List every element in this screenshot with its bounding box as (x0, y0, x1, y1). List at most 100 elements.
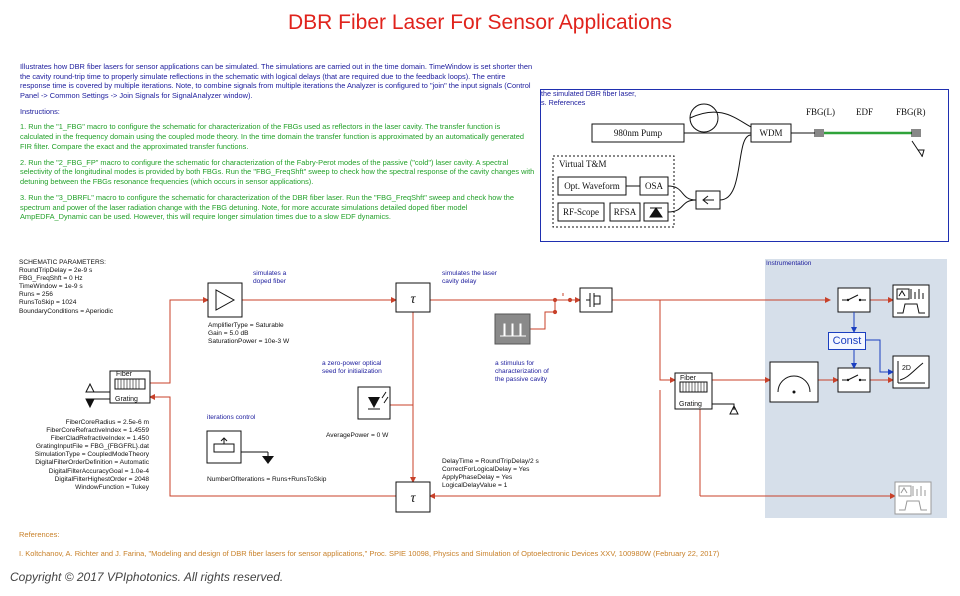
laser-setup-frame (540, 89, 949, 242)
amplifier-params: AmplifierType = Saturable Gain = 5.0 dB … (208, 322, 289, 346)
laser-setup-caption: the simulated DBR fiber laser, s. Refere… (541, 89, 636, 107)
note-line: a zero-power optical (322, 360, 382, 367)
param-line: RunsToSkip = 1024 (19, 299, 77, 307)
note-line: simulates the laser (442, 270, 497, 277)
delay-top-note: simulates the laser cavity delay (442, 270, 497, 286)
tau-symbol: τ (410, 491, 416, 506)
param-line: SaturationPower = 10e-3 W (208, 338, 290, 346)
param-line: RoundTripDelay = 2e-9 s (19, 267, 93, 275)
param-line: GratingInputFile = FBG_{FBGFRL}.dat (35, 443, 149, 451)
param-line: Gain = 5.0 dB (208, 330, 249, 338)
caption-line-1: the simulated DBR fiber laser, (541, 89, 637, 98)
param-line: TimeWindow = 1e-9 s (19, 283, 83, 291)
fiber-grating-right[interactable]: Fiber Grating (674, 372, 713, 410)
pump-label: 980nm Pump (614, 128, 663, 138)
schematic-parameters: SCHEMATIC PARAMETERS: RoundTripDelay = 2… (19, 259, 113, 316)
fbg-right-icon (911, 129, 921, 137)
stimulus-generator[interactable] (494, 313, 531, 345)
param-line: LogicalDelayValue = 1 (442, 482, 508, 490)
virtual-tm-box (552, 155, 675, 228)
switch-block-top[interactable] (837, 287, 871, 313)
note-line: doped fiber (253, 278, 286, 286)
instrumentation-label: Instrumentation (766, 260, 812, 267)
signal-wires (149, 297, 896, 499)
seed-source[interactable] (357, 386, 391, 420)
intro-text: Illustrates how DBR fiber lasers for sen… (20, 62, 535, 228)
grating-label: Grating (679, 401, 702, 408)
iterations-param: NumberOfIterations = Runs+RunsToSkip (207, 476, 327, 483)
fiber-loop (689, 103, 719, 133)
delay-bottom-params: DelayTime = RoundTripDelay/2 s CorrectFo… (442, 458, 539, 490)
caption-line-2: s. References (541, 98, 586, 107)
stimulus-note: a stimulus for characterization of the p… (495, 360, 549, 384)
param-line: ApplyPhaseDelay = Yes (442, 474, 513, 482)
param-line: FiberCoreRadius = 2.5e-6 m (65, 419, 149, 426)
fiber-label: Fiber (680, 375, 697, 382)
output-arrow-icon (911, 140, 925, 158)
amplifier-note: simulates a doped fiber (253, 270, 286, 286)
param-line: FiberCladRefractiveIndex = 1.450 (50, 435, 149, 443)
grating-label: Grating (115, 396, 138, 403)
seed-param: AveragePower = 0 W (326, 432, 389, 439)
rf-scope-label: RF-Scope (563, 207, 599, 217)
instructions-label: Instructions: (20, 106, 60, 116)
wdm-label: WDM (760, 128, 783, 138)
params-header: SCHEMATIC PARAMETERS: (19, 259, 106, 266)
delay-block-top[interactable]: τ (395, 282, 431, 313)
seed-note: a zero-power optical seed for initializa… (322, 360, 382, 376)
param-line: DigitalFilterHighestOrder = 2048 (54, 475, 149, 483)
const-block[interactable]: Const (828, 332, 866, 350)
virtual-tm-label: Virtual T&M (559, 159, 607, 169)
switch-block-bottom[interactable] (837, 367, 871, 393)
osa-label: OSA (645, 181, 664, 191)
note-line: simulates a (253, 270, 287, 277)
edf-label: EDF (856, 107, 873, 117)
opt-waveform-label: Opt. Waveform (564, 181, 620, 191)
splitter-block[interactable] (579, 287, 613, 313)
note-line: characterization of (495, 368, 549, 376)
iterations-label: iterations control (207, 414, 256, 421)
param-line: SimulationType = CoupledModeTheory (34, 451, 149, 459)
param-line: CorrectForLogicalDelay = Yes (442, 466, 530, 474)
setup-diagram: 980nm Pump WDM FBG(L) EDF FBG(R) Virtual… (552, 103, 926, 228)
note-line: cavity delay (442, 278, 477, 286)
param-line: DelayTime = RoundTripDelay/2 s (442, 458, 539, 465)
param-line: FiberCoreRefractiveIndex = 1.4559 (46, 427, 149, 435)
note-line: seed for initialization (322, 368, 382, 376)
amplifier-block[interactable] (207, 282, 243, 318)
intro-paragraph: Illustrates how DBR fiber lasers for sen… (20, 62, 533, 100)
signal-analyzer-bottom[interactable] (894, 481, 932, 515)
note-line: a stimulus for (495, 360, 535, 367)
param-line: DigitalFilterAccuracyGoal = 1.0e-4 (48, 467, 149, 475)
param-line: FBG_FreqShft = 0 Hz (19, 275, 83, 283)
param-line: WindowFunction = Tukey (75, 483, 149, 491)
param-line: DigitalFilterOrderDefinition = Automatic (35, 459, 149, 467)
tau-symbol: τ (410, 292, 416, 307)
fiber-grating-params: FiberCoreRadius = 2.5e-6 m FiberCoreRefr… (10, 419, 149, 492)
param-line: Runs = 256 (19, 291, 53, 299)
rfsa-label: RFSA (614, 207, 637, 217)
param-line: BoundaryConditions = Aperiodic (19, 307, 114, 315)
cavity-switch[interactable] (552, 293, 573, 315)
page-title: DBR Fiber Laser For Sensor Applications (288, 11, 672, 34)
plot-2d-label: 2D (902, 365, 911, 372)
reference-citation: I. Koltchanov, A. Richter and J. Farina,… (19, 549, 720, 558)
fiber-grating-left[interactable]: Fiber Grating (109, 370, 151, 404)
2d-plot-block[interactable]: 2D (892, 355, 930, 389)
instruction-step-1: 1. Run the "1_FBG" macro to configure th… (20, 122, 524, 151)
param-line: AmplifierType = Saturable (208, 322, 284, 329)
fbg-l-label: FBG(L) (806, 107, 835, 117)
photodetector-gauge[interactable] (769, 361, 819, 403)
ground-icon-left (85, 382, 110, 409)
fiber-label: Fiber (116, 371, 133, 378)
instruction-step-3: 3. Run the "3_DBRFL" macro to configure … (20, 193, 514, 222)
copyright-notice: Copyright © 2017 VPIphotonics. All right… (10, 570, 284, 584)
signal-analyzer-top[interactable] (892, 284, 930, 318)
note-line: the passive cavity (495, 376, 548, 384)
fbg-left-icon (814, 129, 824, 137)
delay-block-bottom[interactable]: τ (395, 481, 431, 513)
instruction-step-2: 2. Run the "2_FBG_FP" macro to configure… (20, 157, 535, 186)
iterations-control[interactable] (206, 430, 274, 464)
fbg-r-label: FBG(R) (896, 107, 926, 117)
